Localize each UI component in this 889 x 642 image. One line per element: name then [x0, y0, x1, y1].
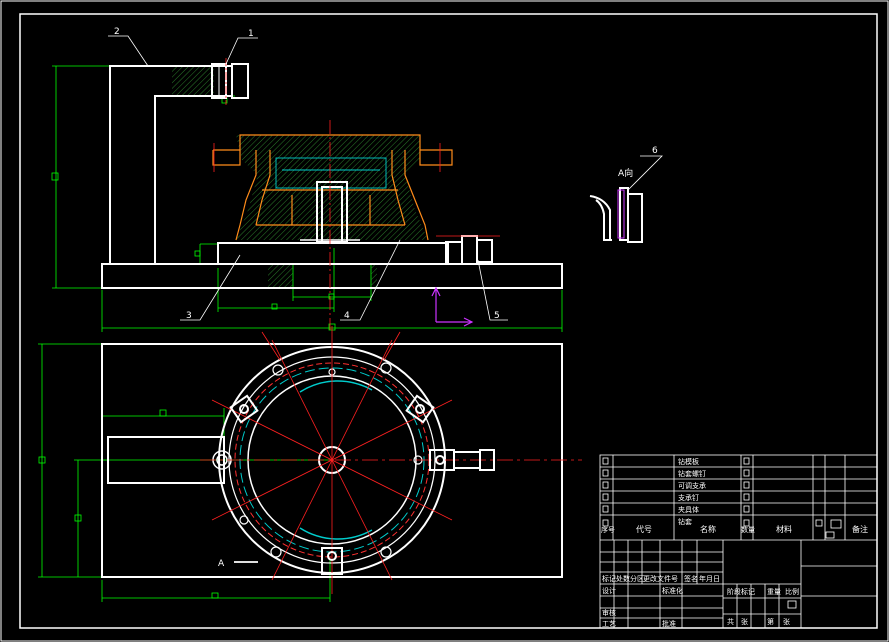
- label-weight: 重量: [767, 588, 781, 596]
- label-sign: 签名: [684, 574, 698, 583]
- label-scale: 比例: [785, 587, 799, 596]
- label-sheet-unit: 张: [741, 617, 748, 626]
- label-approve: 批准: [662, 619, 676, 628]
- label-sheet-no: 第: [767, 617, 774, 626]
- label-check: 审核: [602, 608, 616, 617]
- balloon-4: 4: [344, 311, 350, 321]
- label-mark: 标记: [602, 574, 616, 583]
- label-date: 年月日: [699, 574, 720, 583]
- part-name: 夹具体: [678, 505, 699, 514]
- header-qty: 数量: [741, 525, 755, 534]
- header-material: 材料: [776, 524, 792, 534]
- balloon-2: 2: [114, 27, 120, 37]
- label-sheet-total: 共: [727, 617, 734, 626]
- header-seq: 序号: [601, 525, 615, 534]
- label-stage-mark: 阶段标记: [727, 587, 755, 596]
- part-name: 钻套螺钉: [678, 469, 706, 478]
- part-name: 钻模板: [678, 457, 699, 466]
- label-process: 工艺: [602, 620, 616, 628]
- section-mark-a: A: [218, 559, 225, 569]
- balloon-6: 6: [652, 146, 658, 156]
- part-name: 支承钉: [678, 493, 699, 502]
- label-zone: 分区: [630, 574, 644, 583]
- balloon-1: 1: [248, 29, 254, 39]
- label-standardize: 标准化: [662, 586, 683, 595]
- balloon-3: 3: [186, 311, 192, 321]
- parts-list: 钻模板 钻套螺钉 可调支承 支承钉 夹具体 钻套 序号 代号 名称 数量 材料 …: [601, 457, 868, 534]
- title-block-text: 标记 处数 分区 更改文件号 签名 年月日 设计 标准化 审核 工艺 批准 阶段…: [602, 574, 799, 628]
- header-remark: 备注: [852, 524, 868, 534]
- label-change-doc: 更改文件号: [643, 574, 678, 583]
- drawing-inner-border: [19, 13, 878, 629]
- view-a-detail: 6 A向: [589, 146, 663, 243]
- label-sheet-unit-2: 张: [783, 617, 790, 626]
- part-name: 钻套: [678, 517, 692, 526]
- label-count: 处数: [616, 574, 630, 583]
- part-name: 可调支承: [678, 481, 706, 490]
- title-block: [599, 454, 878, 629]
- view-a-label: A向: [618, 167, 633, 179]
- balloon-5: 5: [494, 311, 500, 321]
- front-view: 1 2 3 4 5: [51, 27, 563, 332]
- header-code: 代号: [636, 524, 652, 534]
- header-name: 名称: [700, 524, 716, 534]
- top-view: A: [38, 326, 582, 602]
- label-design: 设计: [602, 586, 616, 595]
